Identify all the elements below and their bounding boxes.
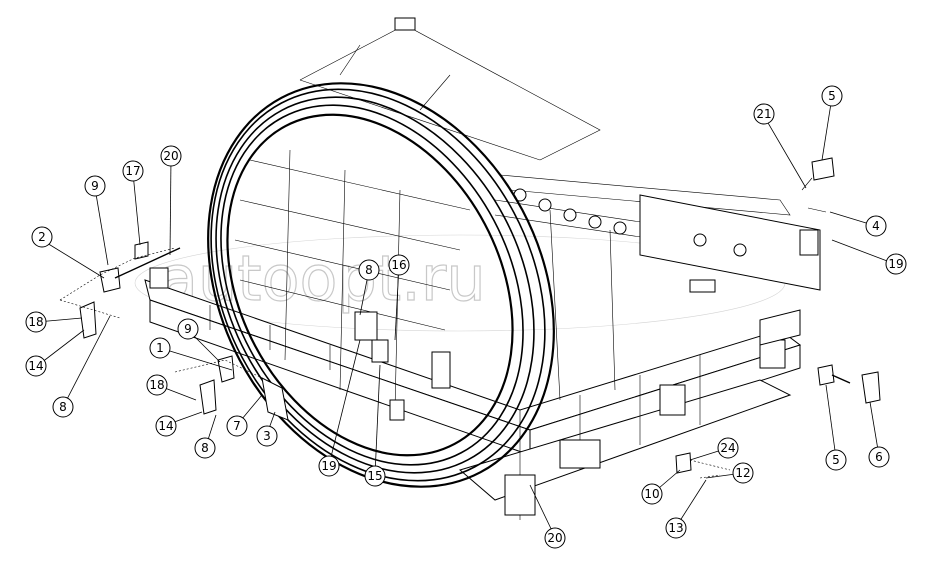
svg-text:18: 18 [28,315,43,329]
loose-parts-right [675,157,881,479]
callout: 20 [160,145,182,167]
watermark-text: autoopt.ru [160,242,486,315]
svg-text:10: 10 [644,487,659,501]
svg-text:9: 9 [184,322,192,336]
callout: 19 [318,455,340,477]
callout: 14 [155,415,177,437]
svg-text:7: 7 [233,419,241,433]
callout: 24 [717,437,739,459]
upper-frame [299,17,821,401]
svg-text:6: 6 [875,450,883,464]
callout: 14 [25,355,47,377]
svg-text:13: 13 [668,521,683,535]
callout: 9 [177,318,199,340]
callout: 9 [84,175,106,197]
drum-ring [207,82,555,488]
callout: 18 [25,311,47,333]
svg-text:1: 1 [156,341,164,355]
callout: 10 [641,483,663,505]
callout: 1 [149,337,171,359]
svg-text:4: 4 [872,219,880,233]
svg-text:20: 20 [547,531,562,545]
svg-text:19: 19 [321,459,336,473]
svg-text:16: 16 [391,258,406,272]
callout: 15 [364,465,386,487]
svg-text:8: 8 [201,441,209,455]
callout: 13 [665,517,687,539]
callout: 12 [732,462,754,484]
callout: 21 [753,103,775,125]
loose-parts-left [59,241,289,421]
svg-text:19: 19 [888,257,903,271]
svg-text:2: 2 [38,230,46,244]
callout: 5 [825,449,847,471]
callout: 3 [256,425,278,447]
svg-text:5: 5 [828,89,836,103]
callout: 8 [194,437,216,459]
svg-text:3: 3 [263,429,271,443]
callout: 6 [868,446,890,468]
callout: 8 [52,396,74,418]
svg-text:14: 14 [158,419,173,433]
svg-text:14: 14 [28,359,43,373]
svg-text:15: 15 [367,469,382,483]
callout: 17 [122,160,144,182]
callout: 20 [544,527,566,549]
callout: 8 [358,259,380,281]
svg-text:12: 12 [735,466,750,480]
callout: 2 [31,226,53,248]
svg-text:17: 17 [125,164,140,178]
svg-text:24: 24 [720,441,735,455]
svg-text:8: 8 [59,400,67,414]
callout: 5 [821,85,843,107]
svg-text:20: 20 [163,149,178,163]
callout: 4 [865,215,887,237]
svg-text:9: 9 [91,179,99,193]
callout: 16 [388,254,410,276]
svg-text:18: 18 [149,378,164,392]
callout: 7 [226,415,248,437]
callout: 18 [146,374,168,396]
svg-text:8: 8 [365,263,373,277]
svg-text:21: 21 [756,107,771,121]
svg-text:5: 5 [832,453,840,467]
callout: 19 [885,253,907,275]
